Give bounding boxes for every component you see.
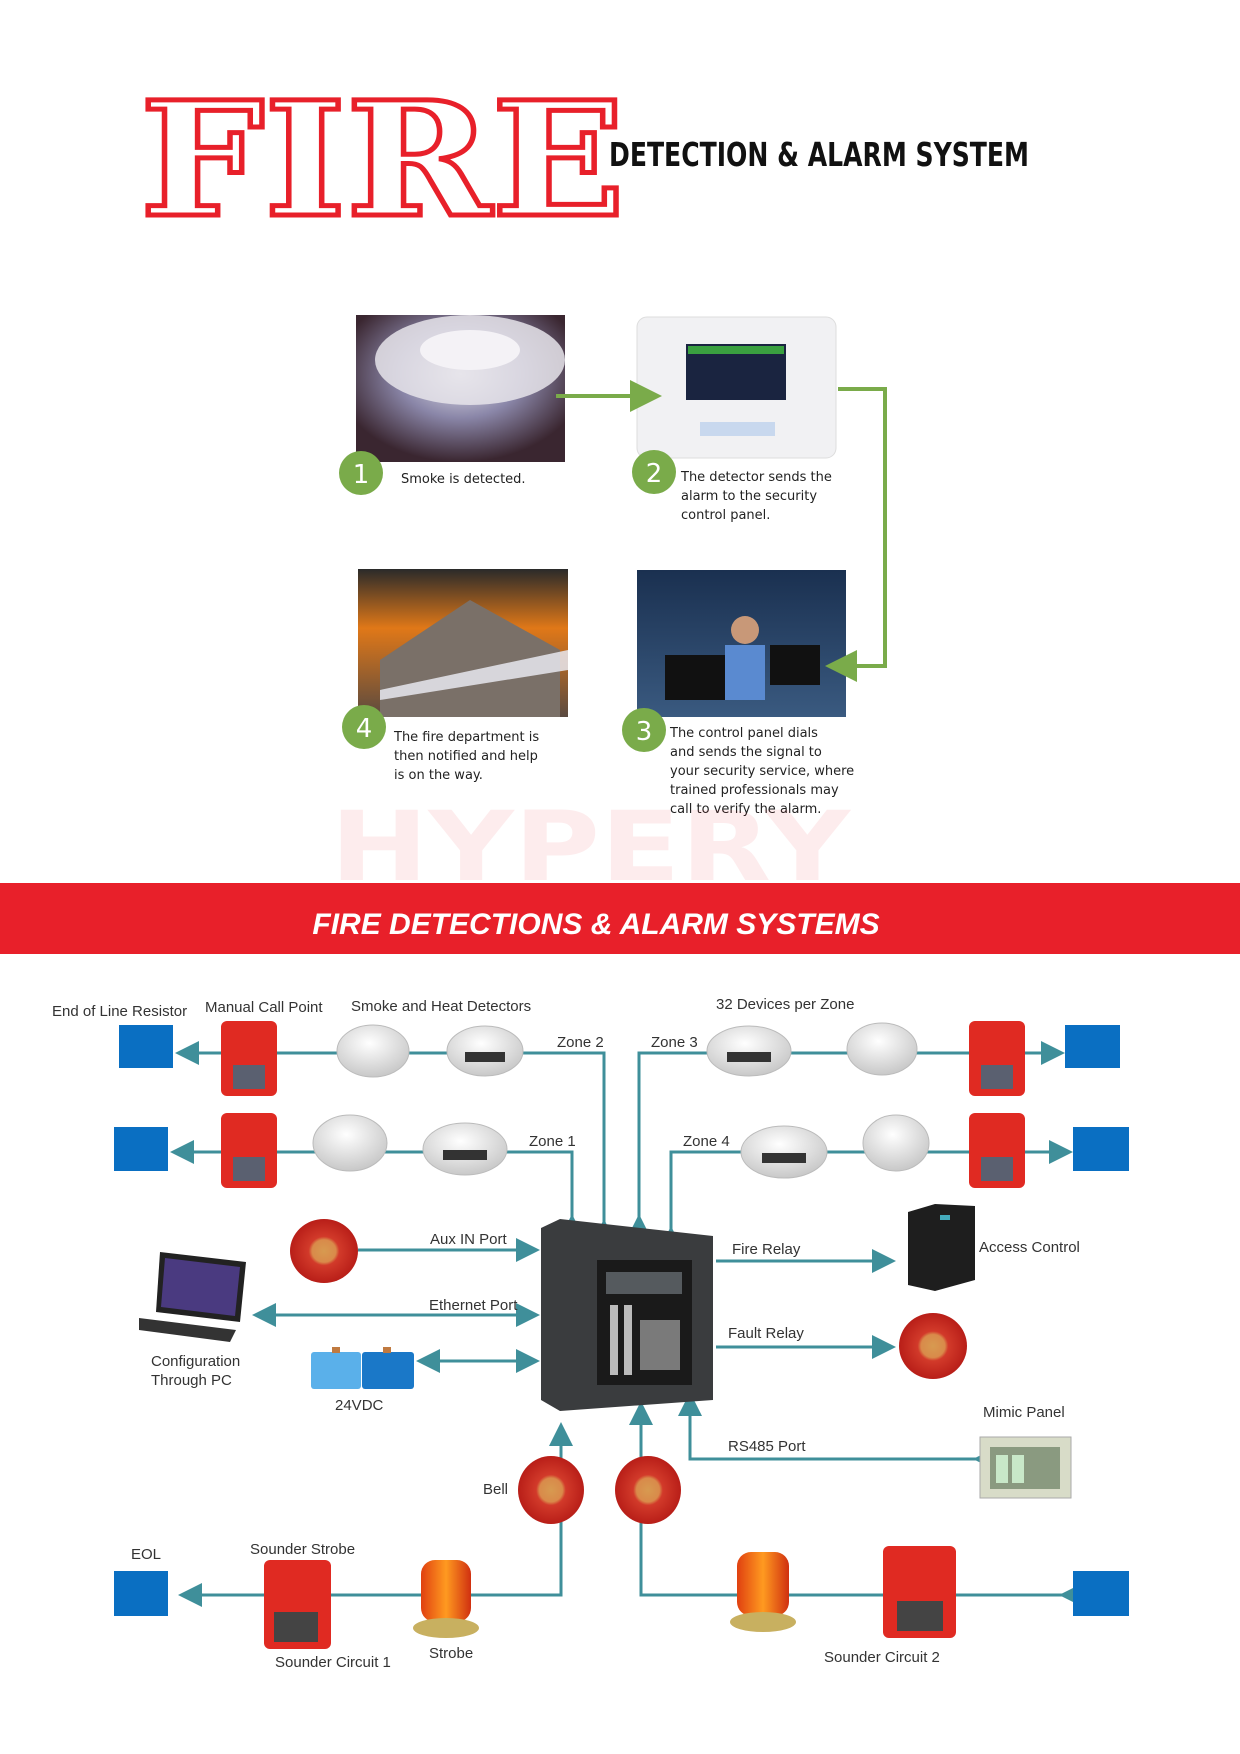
- svg-text:The detector sends the: The detector sends the: [680, 470, 832, 485]
- label-sounder-circuit2: Sounder Circuit 2: [824, 1649, 940, 1666]
- banner-title: FIRE DETECTIONS & ALARM SYSTEMS: [312, 908, 879, 941]
- access-control-device: [908, 1204, 975, 1291]
- smoke-heat-detectors: [312, 1022, 930, 1179]
- svg-text:is on the way.: is on the way.: [394, 768, 483, 783]
- svg-text:and sends the signal to: and sends the signal to: [670, 745, 822, 760]
- manual-call-points: [221, 1021, 1025, 1188]
- photo-firefighters: [358, 569, 568, 717]
- label-eol-resistor: End of Line Resistor: [52, 1003, 187, 1020]
- step-2: 2 The detector sends the alarm to the se…: [632, 450, 832, 523]
- label-mimic-panel: Mimic Panel: [983, 1404, 1065, 1421]
- logo-fire: FIRE: [140, 68, 625, 253]
- label-config-2: Through PC: [151, 1372, 232, 1389]
- label-24vdc: 24VDC: [335, 1397, 384, 1414]
- label-zone1: Zone 1: [529, 1133, 576, 1150]
- svg-text:Smoke is detected.: Smoke is detected.: [401, 472, 526, 487]
- label-fault-relay: Fault Relay: [728, 1325, 804, 1342]
- svg-text:control panel.: control panel.: [681, 508, 770, 523]
- mimic-panel: [979, 1436, 1072, 1499]
- svg-text:2: 2: [646, 459, 663, 489]
- svg-text:your security service, where: your security service, where: [670, 764, 854, 779]
- flow-arrow-2-3: [825, 387, 887, 682]
- header-subtitle: DETECTION & ALARM SYSTEM: [609, 135, 1029, 174]
- label-aux-in: Aux IN Port: [430, 1231, 508, 1248]
- svg-text:4: 4: [356, 714, 373, 744]
- eol-resistors: [114, 1025, 1129, 1616]
- label-manual-call-point: Manual Call Point: [205, 999, 323, 1016]
- label-zone4: Zone 4: [683, 1133, 730, 1150]
- bells: [290, 1219, 967, 1524]
- svg-text:The fire department is: The fire department is: [393, 730, 539, 745]
- svg-text:The control panel dials: The control panel dials: [669, 726, 818, 741]
- label-fire-relay: Fire Relay: [732, 1241, 801, 1258]
- label-bell: Bell: [483, 1481, 508, 1498]
- photo-smoke-detector: [356, 315, 565, 462]
- label-ethernet: Ethernet Port: [429, 1297, 518, 1314]
- svg-text:3: 3: [636, 717, 653, 747]
- label-eol: EOL: [131, 1546, 161, 1563]
- label-rs485: RS485 Port: [728, 1438, 806, 1455]
- laptop-icon: [139, 1252, 246, 1342]
- svg-text:1: 1: [353, 460, 370, 490]
- banner: [0, 883, 1240, 954]
- battery-24vdc: [311, 1347, 414, 1389]
- fire-alarm-control-panel: [541, 1219, 713, 1411]
- step-4: 4 The fire department is then notified a…: [342, 705, 539, 783]
- svg-text:alarm to the security: alarm to the security: [681, 489, 817, 504]
- svg-text:then notified and help: then notified and help: [394, 749, 538, 764]
- svg-text:call to verify the alarm.: call to verify the alarm.: [670, 802, 821, 817]
- label-zone3: Zone 3: [651, 1034, 698, 1051]
- label-sounder-circuit1: Sounder Circuit 1: [275, 1654, 391, 1671]
- svg-text:trained professionals may: trained professionals may: [670, 783, 839, 798]
- label-devices-per-zone: 32 Devices per Zone: [716, 996, 854, 1013]
- step-1: 1 Smoke is detected.: [339, 451, 526, 495]
- label-config-1: Configuration: [151, 1353, 240, 1370]
- label-access-control: Access Control: [979, 1239, 1080, 1256]
- photo-control-panel: [636, 316, 837, 459]
- sounders-strobes: [264, 1546, 956, 1649]
- label-zone2: Zone 2: [557, 1034, 604, 1051]
- label-strobe: Strobe: [429, 1645, 473, 1662]
- label-sounder-strobe: Sounder Strobe: [250, 1541, 355, 1558]
- diagram-labels: End of Line Resistor Manual Call Point S…: [52, 996, 1080, 1671]
- step-3: 3 The control panel dials and sends the …: [622, 708, 854, 817]
- label-detectors: Smoke and Heat Detectors: [351, 998, 531, 1015]
- photo-monitoring-center: [637, 570, 846, 717]
